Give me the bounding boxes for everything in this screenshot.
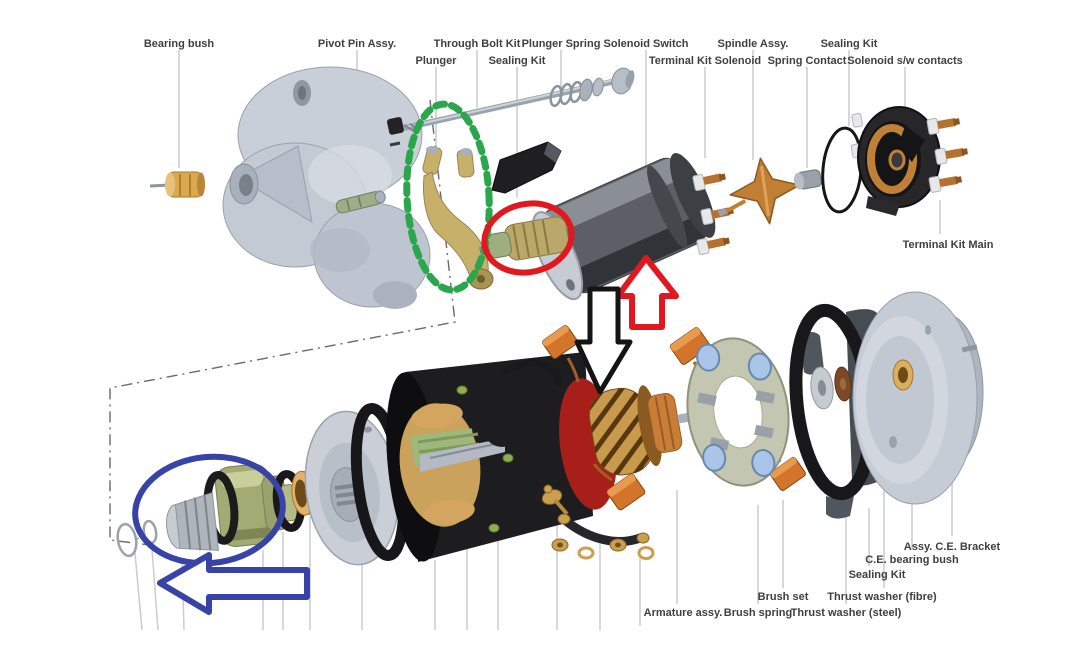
label-sealing-kit-2: Sealing Kit (821, 38, 878, 50)
label-ce-bearing-bush: C.E. bearing bush (865, 554, 959, 566)
label-brush-spring: Brush spring (724, 607, 792, 619)
label-terminal-kit-main: Terminal Kit Main (903, 239, 994, 251)
red-ellipse-annotation (481, 200, 575, 276)
plunger-boot-part (491, 141, 562, 194)
label-sealing-kit-1: Sealing Kit (489, 55, 546, 67)
label-solenoid-switch: Solenoid Switch (604, 38, 689, 50)
yoke-part (386, 352, 593, 562)
sealing-oring-solenoid-part (821, 126, 863, 214)
annotations (132, 100, 679, 615)
label-sealing-kit-3: Sealing Kit (849, 569, 906, 581)
label-through-bolt-kit: Through Bolt Kit (434, 38, 521, 50)
terminal-kit-solenoid-part (692, 173, 734, 256)
label-plunger-spring: Plunger Spring (522, 38, 601, 50)
label-terminal-kit-solenoid: Terminal Kit Solenoid (649, 55, 761, 67)
ce-bracket-housing-part (852, 291, 984, 505)
terminal-kit-main-part (926, 117, 969, 193)
label-thrust-washer-steel: Thrust washer (steel) (791, 607, 902, 619)
label-spindle-assy: Spindle Assy. (718, 38, 789, 50)
drive-end-housing (222, 66, 431, 309)
solenoid-contacts-cap-part (850, 106, 969, 216)
label-solenoid-sw-contacts: Solenoid s/w contacts (847, 55, 963, 67)
solenoid-plunger-core-part (478, 216, 570, 261)
part-labels: Bearing bush Pivot Pin Assy. Through Bol… (144, 38, 1001, 619)
label-plunger: Plunger (416, 55, 458, 67)
thrust-washer-fibre-part (834, 366, 852, 402)
label-thrust-washer-fibre: Thrust washer (fibre) (827, 591, 937, 603)
label-brush-set: Brush set (758, 591, 809, 603)
terminal-washers-strap-parts (543, 484, 655, 560)
blue-arrow-left-annotation (157, 552, 310, 615)
label-assy-ce-bracket: Assy. C.E. Bracket (904, 541, 1001, 553)
label-armature-assy: Armature assy. (644, 607, 723, 619)
blue-ellipse-annotation (132, 453, 286, 567)
black-arrow-down-annotation (574, 286, 633, 395)
thrust-washer-steel-part (810, 366, 834, 410)
bearing-bush-part (149, 171, 205, 198)
construction-dashdot-lines (109, 99, 456, 546)
green-ellipse-annotation (403, 100, 493, 294)
spindle-assy-part (717, 157, 801, 225)
spring-contact-part (793, 169, 822, 190)
brush-plate-part (686, 337, 790, 487)
label-spring-contact: Spring Contact (768, 55, 847, 67)
label-pivot-pin-assy: Pivot Pin Assy. (318, 38, 396, 50)
pivot-pin-part (335, 190, 386, 214)
label-bearing-bush: Bearing bush (144, 38, 215, 50)
plunger-spring-part (549, 67, 635, 108)
